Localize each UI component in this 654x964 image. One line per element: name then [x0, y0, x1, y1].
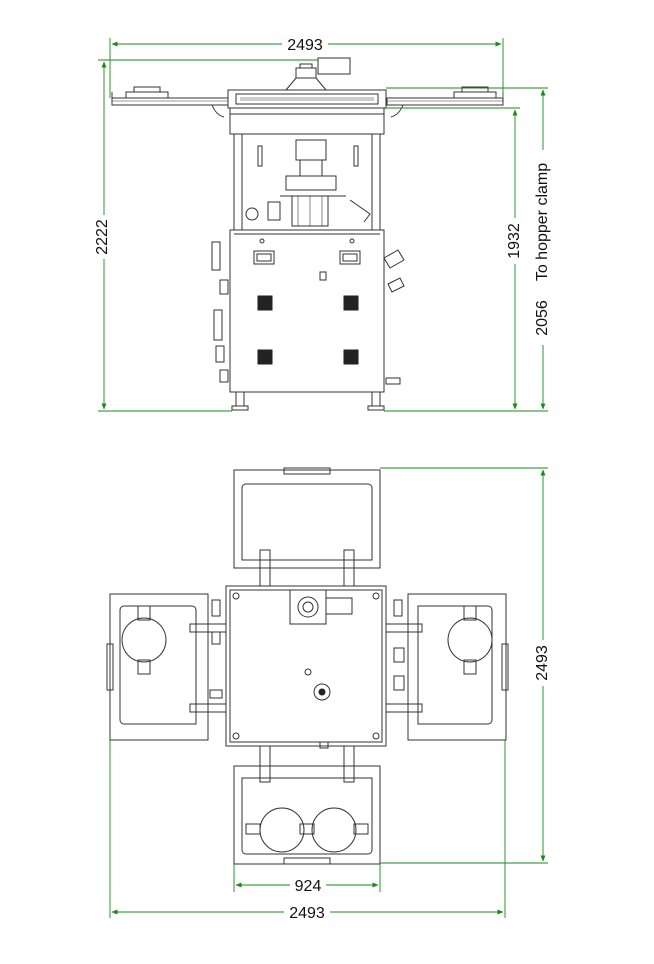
front-view: [111, 57, 504, 411]
dimension-front-width: [109, 35, 504, 98]
right-door: [385, 593, 509, 741]
dimension-hopper-height: [386, 87, 554, 410]
top-view: [106, 467, 509, 865]
label-hopper-height: 2056: [534, 300, 551, 336]
dimension-top-width: [109, 740, 506, 921]
top-door: [233, 467, 381, 587]
central-body: [225, 585, 387, 749]
label-top-depth: 2493: [534, 645, 551, 681]
right-door-arm: [386, 86, 504, 118]
label-hopper-note: To hopper clamp: [534, 163, 551, 281]
dimension-front-height: [93, 59, 318, 412]
label-door-width: 924: [295, 878, 322, 895]
dimension-top-depth: [380, 467, 554, 864]
dimension-door-width: [233, 864, 381, 894]
label-front-width: 2493: [287, 37, 323, 54]
label-front-height: 2222: [94, 219, 111, 255]
label-inner-height: 1932: [506, 223, 523, 259]
left-door: [106, 593, 227, 741]
dimension-inner-height: [384, 107, 548, 412]
label-top-width: 2493: [289, 905, 325, 922]
upper-turret-window: [233, 133, 381, 231]
left-door-arm: [111, 86, 229, 118]
machine-top-section: [227, 57, 387, 135]
bottom-door: [233, 745, 381, 865]
lower-cabinet: [211, 229, 405, 411]
